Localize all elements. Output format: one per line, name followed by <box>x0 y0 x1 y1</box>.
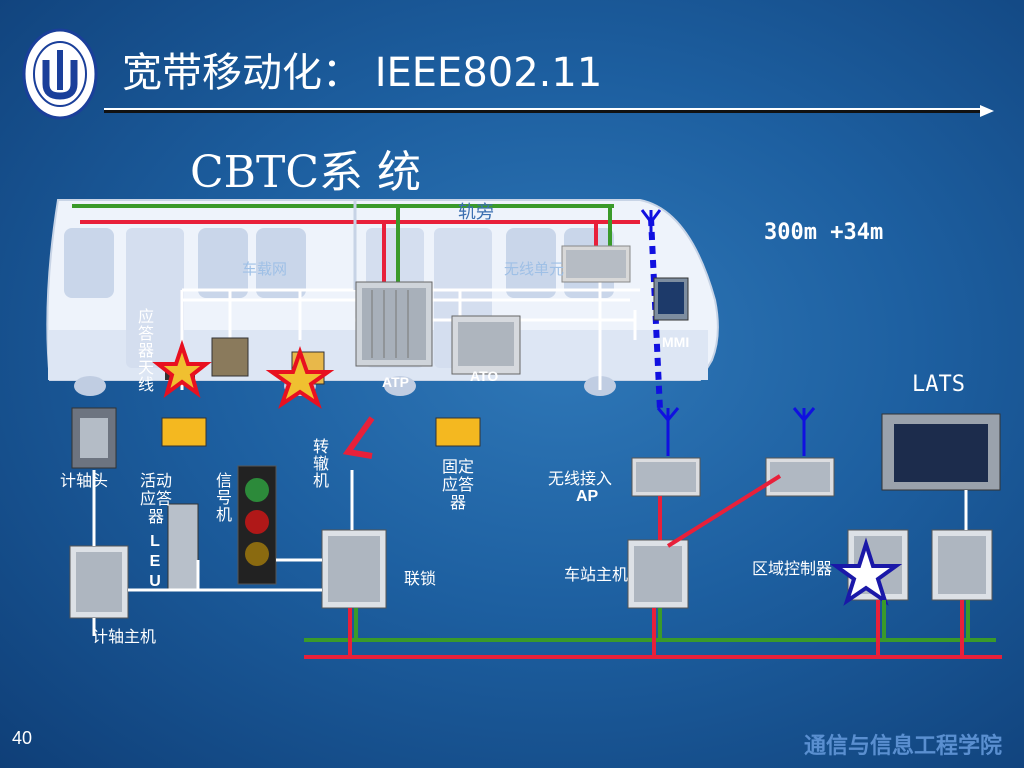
ato-rack <box>451 315 521 375</box>
active-balise-label: 活动应答器 <box>139 471 172 526</box>
range-label: 300m +34m <box>764 220 884 245</box>
station-host-img <box>627 539 689 609</box>
footer-organization: 通信与信息工程学院 <box>803 734 1002 759</box>
signal-img <box>237 465 277 585</box>
university-logo <box>22 28 98 120</box>
fixed-balise-label: 固定应答器 <box>441 457 474 512</box>
axle-counter-head-label: 计轴头 <box>60 471 109 490</box>
leu-label: LEU <box>149 533 161 590</box>
wayside-white-wiring <box>92 470 968 636</box>
ground-drops <box>348 474 970 657</box>
balise-antenna-label: 应答器天线 <box>137 307 154 394</box>
onboard-network-label: 车载网 <box>242 260 288 278</box>
ap-label: AP <box>576 488 599 505</box>
title-underline <box>104 104 994 118</box>
wireless-ap-label: 无线接入 <box>548 469 613 488</box>
axle-counter-head-img <box>71 407 117 469</box>
wayside-antenna-2 <box>792 407 816 456</box>
trackside-label: 轨旁 <box>458 202 494 223</box>
wireless-unit-label: 无线单元 <box>504 260 565 278</box>
red-star-1 <box>152 339 212 399</box>
active-balise-img <box>161 417 207 447</box>
slide-title: 宽带移动化： IEEE802.11 <box>122 50 603 96</box>
switch-machine-mark <box>342 416 375 459</box>
interlocking-label: 联锁 <box>404 569 437 588</box>
slide-subtitle: CBTC系 统 <box>190 147 421 198</box>
lats-label: LATS <box>912 372 965 397</box>
atp-rack <box>355 281 433 367</box>
interlocking-img <box>321 529 387 609</box>
leu-img <box>167 503 199 591</box>
switch-machine-label: 转辙机 <box>312 437 329 490</box>
axle-counter-host-label: 计轴主机 <box>92 627 157 646</box>
zone-controller-label: 区域控制器 <box>752 559 833 578</box>
atp-label: ATP <box>382 374 409 390</box>
fixed-balise-img <box>435 417 481 447</box>
wayside-antenna-1 <box>656 407 680 456</box>
station-host-label: 车站主机 <box>564 565 629 584</box>
trackside-bus-top <box>72 200 640 290</box>
lats-host-img <box>931 529 993 601</box>
wireless-unit-rack <box>561 245 631 283</box>
blue-star <box>829 537 903 606</box>
mmi-label: MMI <box>662 334 690 350</box>
ato-label: ATO <box>470 368 499 384</box>
mmi-screen <box>653 277 689 321</box>
page-number: 40 <box>12 728 33 748</box>
axle-counter-host-img <box>69 545 129 619</box>
radio-link <box>640 209 663 411</box>
signal-label: 信号机 <box>215 471 232 524</box>
red-star-2 <box>265 345 335 409</box>
wireless-ap-img <box>631 457 701 497</box>
lats-monitor-img <box>881 413 1001 491</box>
